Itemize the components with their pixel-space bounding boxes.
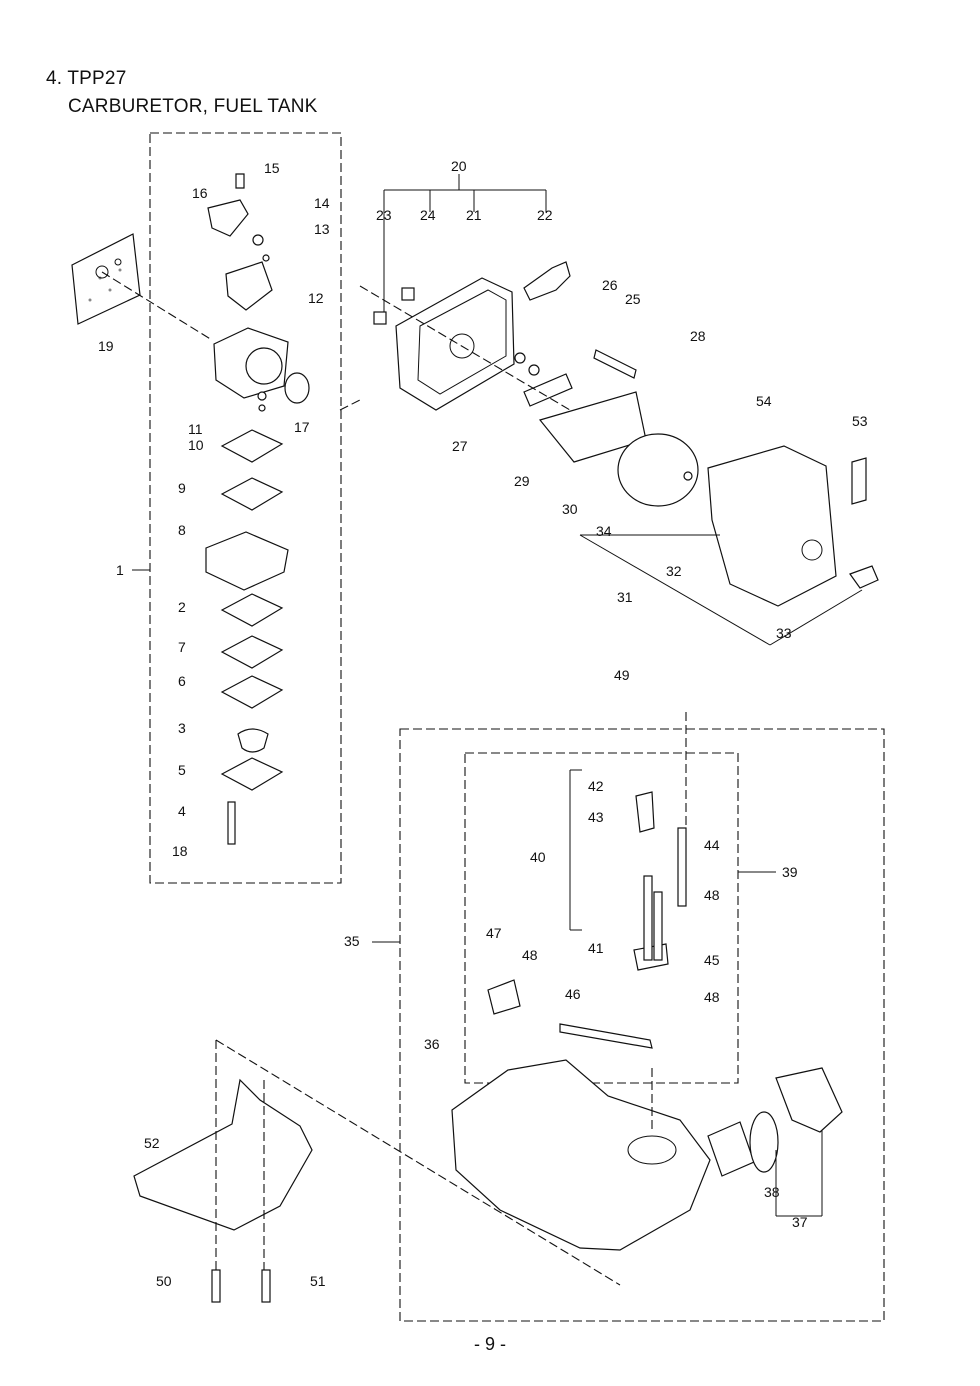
callout: 48 (704, 887, 720, 903)
callout: 35 (344, 933, 360, 949)
callout: 5 (178, 762, 186, 778)
callout: 8 (178, 522, 186, 538)
callout: 29 (514, 473, 530, 489)
page-title: CARBURETOR, FUEL TANK (68, 96, 318, 117)
callout: 51 (310, 1273, 326, 1289)
callout: 11 (188, 421, 203, 437)
callout: 37 (792, 1214, 808, 1230)
callout: 27 (452, 438, 468, 454)
callout: 20 (451, 158, 467, 174)
callout: 44 (704, 837, 720, 853)
callout: 40 (530, 849, 546, 865)
callout: 42 (588, 778, 604, 794)
callout: 2 (178, 599, 186, 615)
callout: 38 (764, 1184, 780, 1200)
fuel-pickup-group-box (464, 752, 739, 1084)
callout: 22 (537, 207, 553, 223)
fuel-tank-group-box (399, 728, 885, 1322)
callout: 18 (172, 843, 188, 859)
callout: 19 (98, 338, 114, 354)
air-cleaner-housing (373, 261, 879, 607)
callout: 45 (704, 952, 720, 968)
callout: 6 (178, 673, 186, 689)
leader-lines (132, 174, 863, 1286)
section-number: 4. TPP27 (46, 68, 127, 89)
carburetor-group-box (149, 132, 342, 884)
callout: 53 (852, 413, 868, 429)
carburetor-stack (205, 173, 310, 845)
callout: 16 (192, 185, 208, 201)
callout: 30 (562, 501, 578, 517)
callout: 24 (420, 207, 436, 223)
callout: 23 (376, 207, 392, 223)
callout: 36 (424, 1036, 440, 1052)
callout: 46 (565, 986, 581, 1002)
callout: 41 (588, 940, 604, 956)
callout: 52 (144, 1135, 160, 1151)
callout: 31 (617, 589, 633, 605)
callout: 9 (178, 480, 186, 496)
callout: 39 (782, 864, 798, 880)
callout: 17 (294, 419, 310, 435)
callout: 4 (178, 803, 186, 819)
callout: 14 (314, 195, 330, 211)
callout: 48 (704, 989, 720, 1005)
gasket-plate-19 (71, 233, 141, 325)
callout: 21 (466, 207, 482, 223)
callout: 33 (776, 625, 792, 641)
callout: 28 (690, 328, 706, 344)
callout: 1 (116, 562, 124, 578)
callout: 12 (308, 290, 324, 306)
callout: 54 (756, 393, 772, 409)
callout: 32 (666, 563, 682, 579)
page-number: - 9 - (473, 1334, 506, 1354)
callout: 43 (588, 809, 604, 825)
callout: 34 (596, 523, 612, 539)
callout: 48 (522, 947, 538, 963)
callout: 3 (178, 720, 186, 736)
callout: 50 (156, 1273, 172, 1289)
callout: 49 (614, 667, 630, 683)
callout: 15 (264, 160, 280, 176)
callout: 25 (625, 291, 641, 307)
fuel-tank (133, 791, 843, 1303)
callout: 13 (314, 221, 330, 237)
callout: 26 (602, 277, 618, 293)
callout-labels: 1 2 3 4 5 6 7 8 9 10 11 12 13 14 15 16 1… (98, 158, 868, 1289)
callout: 10 (188, 437, 204, 453)
callout: 7 (178, 639, 186, 655)
callout: 47 (486, 925, 502, 941)
